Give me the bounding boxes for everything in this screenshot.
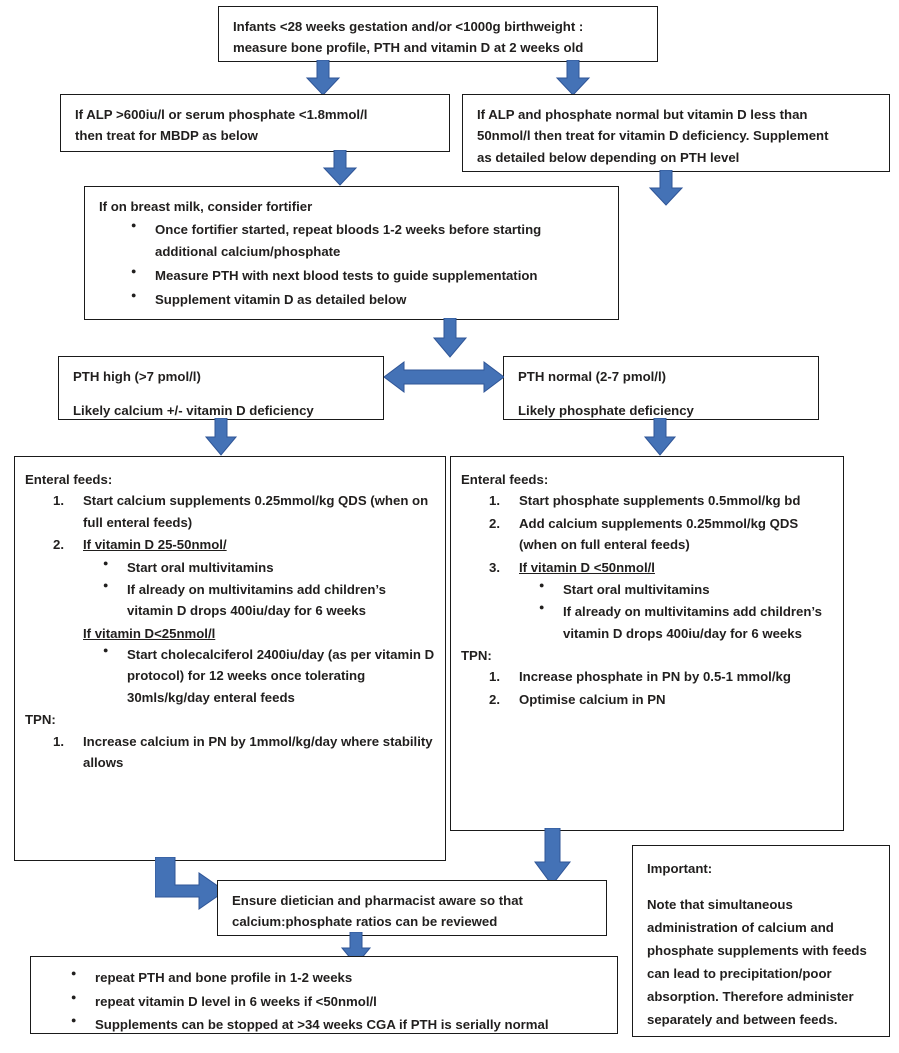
arrow-pth-high-to-pth-normal xyxy=(384,358,504,396)
list-item: Start oral multivitamins xyxy=(461,578,833,600)
list-item: Supplements can be stopped at >34 weeks … xyxy=(39,1013,607,1037)
node-left-treatment: Enteral feeds: Start calcium supplements… xyxy=(14,456,446,861)
list-item: Start phosphate supplements 0.5mmol/kg b… xyxy=(489,490,801,512)
arrow-alp-normal-to-pth-branch xyxy=(648,170,684,206)
dietician-line-1: Ensure dietician and pharmacist aware so… xyxy=(232,893,523,908)
list-item: Once fortifier started, repeat bloods 1-… xyxy=(99,218,606,264)
right-enteral-heading: Enteral feeds: xyxy=(461,472,549,487)
alp-normal-line-3: as detailed below depending on PTH level xyxy=(477,149,740,165)
followup-bullet-list: repeat PTH and bone profile in 1-2 weeks… xyxy=(39,966,607,1037)
node-fortifier: If on breast milk, consider fortifier On… xyxy=(84,186,619,320)
node-important: Important: Note that simultaneous admini… xyxy=(632,845,890,1037)
pth-normal-line-1: PTH normal (2-7 pmol/l) xyxy=(518,369,667,384)
screening-line-2: measure bone profile, PTH and vitamin D … xyxy=(233,40,584,56)
list-item: Start cholecalciferol 2400iu/day (as per… xyxy=(25,643,435,708)
pth-high-line-2: Likely calcium +/- vitamin D deficiency xyxy=(73,403,314,419)
list-item: If vitamin D 25-50nmol/ xyxy=(25,534,435,556)
node-right-treatment: Enteral feeds: Start phosphate supplemen… xyxy=(450,456,844,831)
list-item: Add calcium supplements 0.25mmol/kg QDS … xyxy=(489,513,799,553)
arrow-left-treatment-to-dietician xyxy=(155,857,227,912)
left-enteral-item-2-text: If vitamin D 25-50nmol/ xyxy=(83,537,227,553)
left-sub-bullets-a: Start oral multivitamins If already on m… xyxy=(25,555,435,622)
alp-normal-line-1: If ALP and phosphate normal but vitamin … xyxy=(477,107,808,122)
list-item: Increase phosphate in PN by 0.5-1 mmol/k… xyxy=(489,666,791,688)
important-body: Note that simultaneous administration of… xyxy=(647,896,867,1027)
right-enteral-item-3-text: If vitamin D <50nmol/l xyxy=(519,559,655,575)
list-item: Increase calcium in PN by 1mmol/kg/day w… xyxy=(53,731,433,770)
list-item: repeat vitamin D level in 6 weeks if <50… xyxy=(39,990,607,1014)
arrow-fortifier-to-pth xyxy=(432,318,468,358)
arrow-alp-abnormal-to-fortifier xyxy=(322,150,358,186)
alp-normal-line-2: 50nmol/l then treat for vitamin D defici… xyxy=(477,128,829,144)
left-enteral-list: Start calcium supplements 0.25mmol/kg QD… xyxy=(25,490,435,556)
arrow-screening-to-alp-abnormal xyxy=(305,60,341,96)
screening-line-1: Infants <28 weeks gestation and/or <1000… xyxy=(233,19,584,34)
right-tpn-list: Increase phosphate in PN by 0.5-1 mmol/k… xyxy=(461,666,833,710)
arrow-screening-to-alp-normal xyxy=(555,60,591,96)
left-tpn-heading: TPN: xyxy=(25,712,56,728)
node-pth-high: PTH high (>7 pmol/l) Likely calcium +/- … xyxy=(58,356,384,420)
left-sub-head-b: If vitamin D<25nmol/l xyxy=(83,625,216,641)
list-item: If already on multivitamins add children… xyxy=(461,600,833,644)
arrow-right-treatment-to-dietician xyxy=(534,828,572,886)
dietician-line-2: calcium:phosphate ratios can be reviewed xyxy=(232,914,498,930)
node-followup: repeat PTH and bone profile in 1-2 weeks… xyxy=(30,956,618,1034)
list-item: Start oral multivitamins xyxy=(25,555,435,578)
pth-high-line-1: PTH high (>7 pmol/l) xyxy=(73,369,201,384)
alp-abnormal-line-2: then treat for MBDP as below xyxy=(75,128,258,144)
list-item: Start calcium supplements 0.25mmol/kg QD… xyxy=(53,490,429,530)
node-pth-normal: PTH normal (2-7 pmol/l) Likely phosphate… xyxy=(503,356,819,420)
node-alp-abnormal: If ALP >600iu/l or serum phosphate <1.8m… xyxy=(60,94,450,152)
node-screening: Infants <28 weeks gestation and/or <1000… xyxy=(218,6,658,62)
right-sub-bullets: Start oral multivitamins If already on m… xyxy=(461,578,833,644)
node-alp-normal: If ALP and phosphate normal but vitamin … xyxy=(462,94,890,172)
list-item: If vitamin D <50nmol/l xyxy=(461,557,833,579)
list-item: Supplement vitamin D as detailed below xyxy=(99,288,606,312)
pth-normal-line-2: Likely phosphate deficiency xyxy=(518,403,694,419)
list-item: repeat PTH and bone profile in 1-2 weeks xyxy=(39,966,607,990)
right-enteral-list: Start phosphate supplements 0.5mmol/kg b… xyxy=(461,490,833,578)
important-heading: Important: xyxy=(647,861,713,876)
node-dietician: Ensure dietician and pharmacist aware so… xyxy=(217,880,607,936)
list-item: If already on multivitamins add children… xyxy=(25,578,435,622)
left-enteral-heading: Enteral feeds: xyxy=(25,472,113,487)
arrow-pth-normal-to-right-treatment xyxy=(643,418,677,456)
right-tpn-heading: TPN: xyxy=(461,648,492,663)
arrow-pth-high-to-left-treatment xyxy=(204,418,238,456)
left-sub-bullets-b: Start cholecalciferol 2400iu/day (as per… xyxy=(25,643,435,708)
alp-abnormal-line-1: If ALP >600iu/l or serum phosphate <1.8m… xyxy=(75,107,368,122)
fortifier-heading: If on breast milk, consider fortifier xyxy=(99,199,313,214)
list-item: Optimise calcium in PN xyxy=(489,689,666,711)
left-tpn-list: Increase calcium in PN by 1mmol/kg/day w… xyxy=(25,731,435,774)
list-item: Measure PTH with next blood tests to gui… xyxy=(99,264,606,288)
fortifier-bullet-list: Once fortifier started, repeat bloods 1-… xyxy=(99,218,606,312)
